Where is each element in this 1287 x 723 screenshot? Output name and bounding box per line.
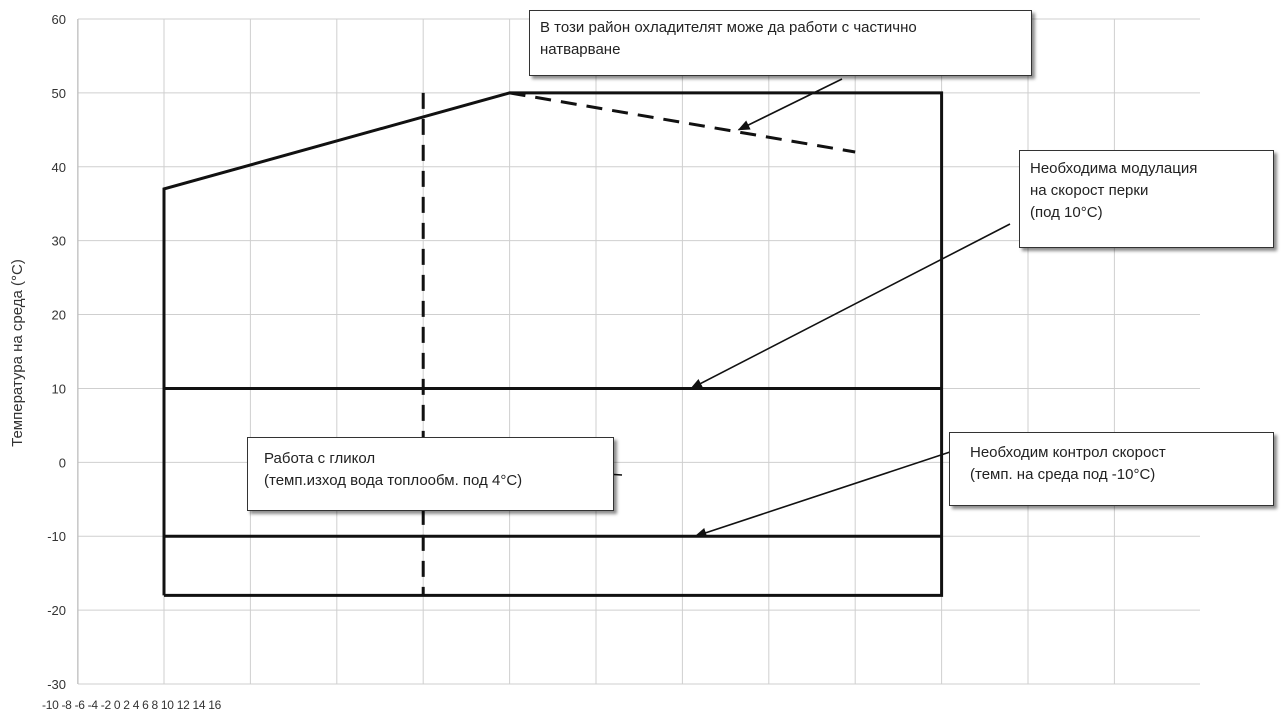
y-tick-label: 40 bbox=[52, 160, 66, 175]
y-tick-label: 60 bbox=[52, 12, 66, 27]
annotation-glycol: Работа с гликол (темп.изход вода топлооб… bbox=[247, 437, 614, 511]
grid-lines bbox=[77, 18, 1200, 685]
series-lines bbox=[162, 91, 944, 597]
annotation-partial-load: В този район охладителят може да работи … bbox=[529, 10, 1032, 76]
series-line-0 bbox=[162, 91, 944, 597]
arrow-speed-control bbox=[694, 451, 951, 538]
y-axis-title: Температура на среда (°C) bbox=[9, 259, 26, 447]
annotation-fan-modulation: Необходима модулация на скорост перки (п… bbox=[1019, 150, 1274, 248]
y-tick-label: 0 bbox=[59, 455, 66, 470]
x-axis-tick-labels: -10 -8 -6 -4 -2 0 2 4 6 8 10 12 14 16 bbox=[42, 698, 222, 712]
y-tick-label: 50 bbox=[52, 86, 66, 101]
series-line-3 bbox=[509, 91, 856, 154]
annotation-speed-control: Необходим контрол скорост (темп. на сред… bbox=[949, 432, 1274, 506]
y-axis-ticks: 60 50 40 30 20 10 0 -10 -20 -30 bbox=[47, 12, 66, 692]
y-tick-label: -10 bbox=[47, 529, 66, 544]
y-tick-label: 20 bbox=[52, 308, 66, 323]
y-tick-label: 30 bbox=[52, 234, 66, 249]
arrow-fan-modulation bbox=[690, 223, 1011, 390]
y-tick-label: -30 bbox=[47, 677, 66, 692]
arrow-partial-load bbox=[737, 78, 843, 131]
y-tick-label: -20 bbox=[47, 603, 66, 618]
y-tick-label: 10 bbox=[52, 381, 66, 396]
